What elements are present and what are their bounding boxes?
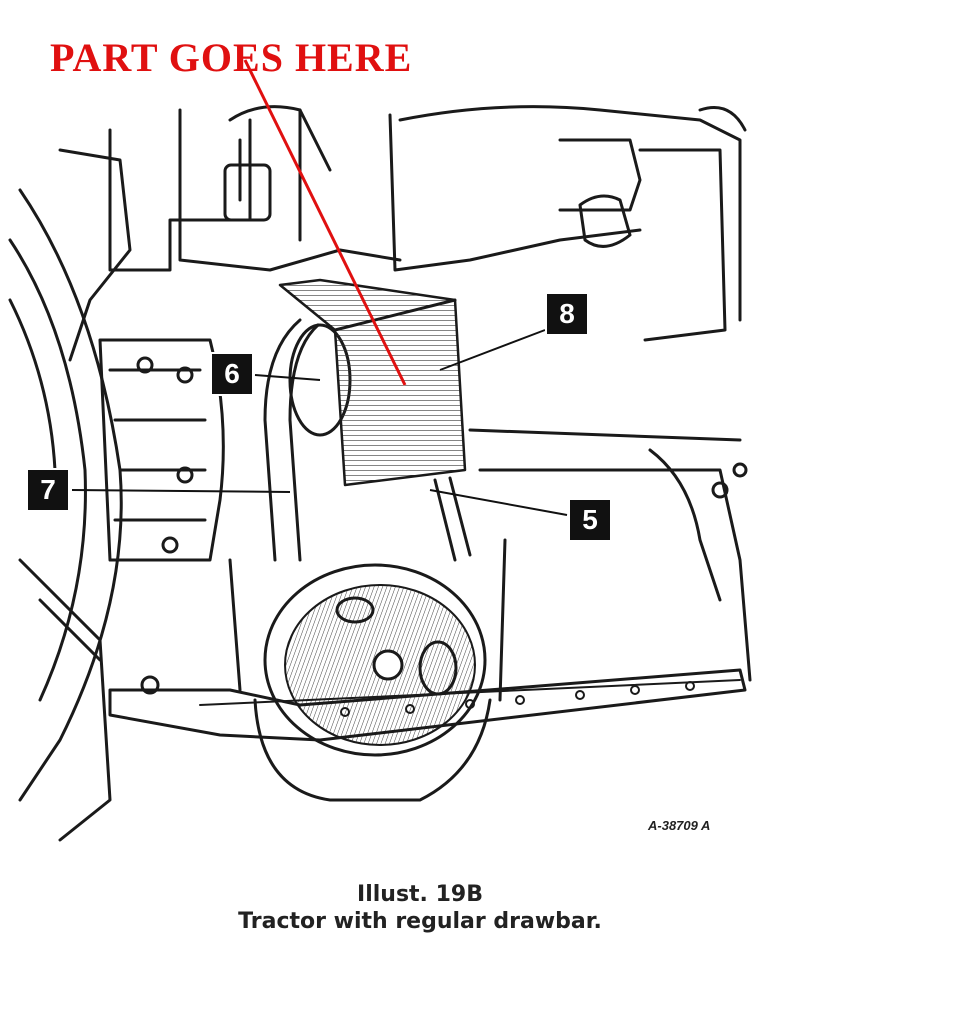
figure-id: A-38709 A bbox=[648, 818, 711, 833]
fan-belt bbox=[263, 318, 320, 562]
crank-pulley bbox=[263, 563, 487, 757]
callout-5: 5 bbox=[568, 498, 612, 542]
caption-description: Tractor with regular drawbar. bbox=[238, 909, 602, 934]
caption-number: Illust. 19B bbox=[357, 882, 483, 907]
engine-block bbox=[108, 118, 252, 272]
drawbar bbox=[108, 668, 747, 742]
shroud-part bbox=[278, 278, 467, 487]
callout-6: 6 bbox=[210, 352, 254, 396]
callout-8: 8 bbox=[545, 292, 589, 336]
part-goes-here-label: PART GOES HERE bbox=[50, 35, 413, 80]
caption: Illust. 19B Tractor with regular drawbar… bbox=[200, 882, 640, 934]
callout-7: 7 bbox=[26, 468, 70, 512]
red-pointer-line bbox=[243, 59, 407, 386]
